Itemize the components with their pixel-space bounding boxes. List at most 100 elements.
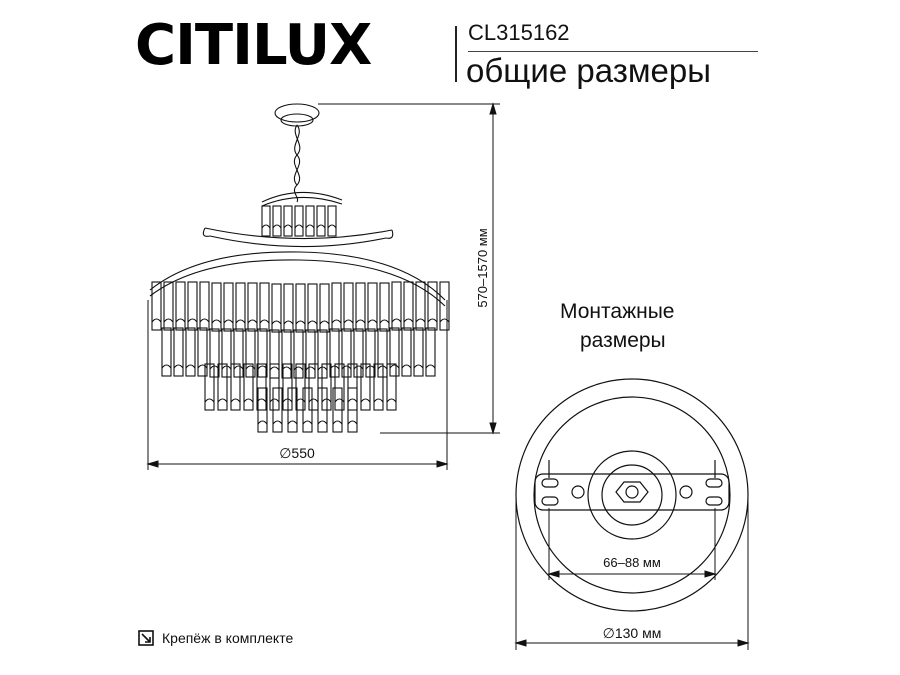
crystal-pendant	[187, 281, 198, 331]
crystal-pendant	[175, 281, 186, 331]
crystal-pendant	[327, 205, 337, 237]
crystal-facet	[389, 364, 400, 369]
crystal-pendant	[347, 387, 358, 433]
crystal-pendant	[259, 282, 270, 332]
crystal-pendant	[294, 205, 304, 237]
crystal-facet	[173, 364, 184, 369]
crystal-facet	[151, 318, 162, 323]
crystal-pendant	[403, 281, 414, 331]
crystal-pendant	[287, 387, 298, 433]
crystal-facet	[439, 318, 450, 323]
crystal-pendant	[305, 329, 316, 379]
crystal-pendant	[305, 205, 315, 237]
mounting-kit-icon	[138, 630, 154, 646]
crystal-facet	[245, 365, 256, 370]
crystal-facet	[295, 320, 306, 325]
crystal-pendant	[439, 281, 450, 331]
crystal-facet	[269, 398, 280, 403]
crystal-pendant	[401, 327, 412, 377]
crystal-pendant	[256, 363, 267, 411]
base-diameter-dimension	[514, 495, 750, 650]
crystal-pendant	[151, 281, 162, 331]
crystal-facet	[305, 224, 315, 229]
crystal-pendant	[272, 387, 283, 433]
crystal-pendant	[247, 282, 258, 332]
footer-note: Крепёж в комплекте	[138, 630, 293, 646]
crystal-facet	[327, 224, 337, 229]
bracket-range-label: 66–88 мм	[603, 555, 661, 570]
crystal-pendant	[343, 282, 354, 332]
height-label: 570–1570 мм	[475, 228, 490, 307]
crystal-facet	[230, 398, 241, 403]
crystal-pendant	[269, 329, 280, 379]
crystal-pendant	[353, 328, 364, 378]
crystal-pendant	[245, 328, 256, 378]
crystal-facet	[386, 398, 397, 403]
base-diameter-label: ∅130 мм	[603, 625, 662, 641]
crystal-pendant	[415, 281, 426, 331]
crystal-facet	[283, 224, 293, 229]
crystal-pendant	[425, 327, 436, 377]
crystal-facet	[261, 224, 271, 229]
crystal-facet	[355, 319, 366, 324]
crystal-facet	[347, 420, 358, 425]
crystal-pendant	[235, 282, 246, 332]
crystal-facet	[197, 364, 208, 369]
page-title: общие размеры	[466, 52, 711, 89]
crystal-facet	[204, 398, 215, 403]
crystal-facet	[199, 318, 210, 323]
crystal-pendant	[217, 363, 228, 411]
crystal-pendant	[367, 282, 378, 332]
crystal-facet	[307, 320, 318, 325]
crystal-pendant	[295, 363, 306, 411]
crystal-facet	[332, 420, 343, 425]
crystal-pendant	[211, 282, 222, 332]
crystal-pendant	[427, 281, 438, 331]
crystal-pendant	[163, 281, 174, 331]
crystal-facet	[287, 420, 298, 425]
crystal-facet	[175, 318, 186, 323]
crystal-pendant	[272, 205, 282, 237]
crystal-facet	[272, 224, 282, 229]
crystal-facet	[319, 320, 330, 325]
crystal-facet	[259, 319, 270, 324]
diameter-label: ∅550	[279, 445, 315, 461]
crystal-pendant	[233, 328, 244, 378]
crystal-pendant	[355, 282, 366, 332]
crystal-facet	[379, 319, 390, 324]
crystal-facet	[185, 364, 196, 369]
footer-text: Крепёж в комплекте	[162, 630, 294, 646]
crystal-pendant	[257, 328, 268, 378]
crystal-pendant	[230, 363, 241, 411]
mounting-plate-illustration	[515, 378, 749, 612]
crystal-facet	[341, 365, 352, 370]
crystal-pendant	[257, 387, 268, 433]
crystal-facet	[403, 318, 414, 323]
mounting-title: Монтажные размеры	[560, 297, 720, 356]
crystal-pendant	[391, 281, 402, 331]
crystal-facet	[316, 224, 326, 229]
crystal-facet	[347, 398, 358, 403]
header-divider	[455, 26, 457, 82]
crystal-pendant	[386, 363, 397, 411]
crystal-facet	[235, 319, 246, 324]
crystal-facet	[211, 319, 222, 324]
mounting-title-line2: размеры	[580, 329, 666, 353]
crystal-pendant	[347, 363, 358, 411]
crystal-pendant	[334, 363, 345, 411]
crystal-pendant	[360, 363, 371, 411]
crystal-pendant	[223, 282, 234, 332]
crystal-facet	[401, 364, 412, 369]
crystal-facet	[243, 398, 254, 403]
crystal-pendant	[271, 283, 282, 333]
crystal-facet	[233, 365, 244, 370]
crystal-facet	[283, 320, 294, 325]
model-code: CL315162	[468, 20, 570, 45]
crystal-pendant	[173, 327, 184, 377]
crystal-facet	[302, 420, 313, 425]
title-rule	[468, 51, 758, 52]
crystal-pendant	[332, 387, 343, 433]
bracket-range-dimension	[547, 508, 717, 580]
crystal-facet	[293, 366, 304, 371]
